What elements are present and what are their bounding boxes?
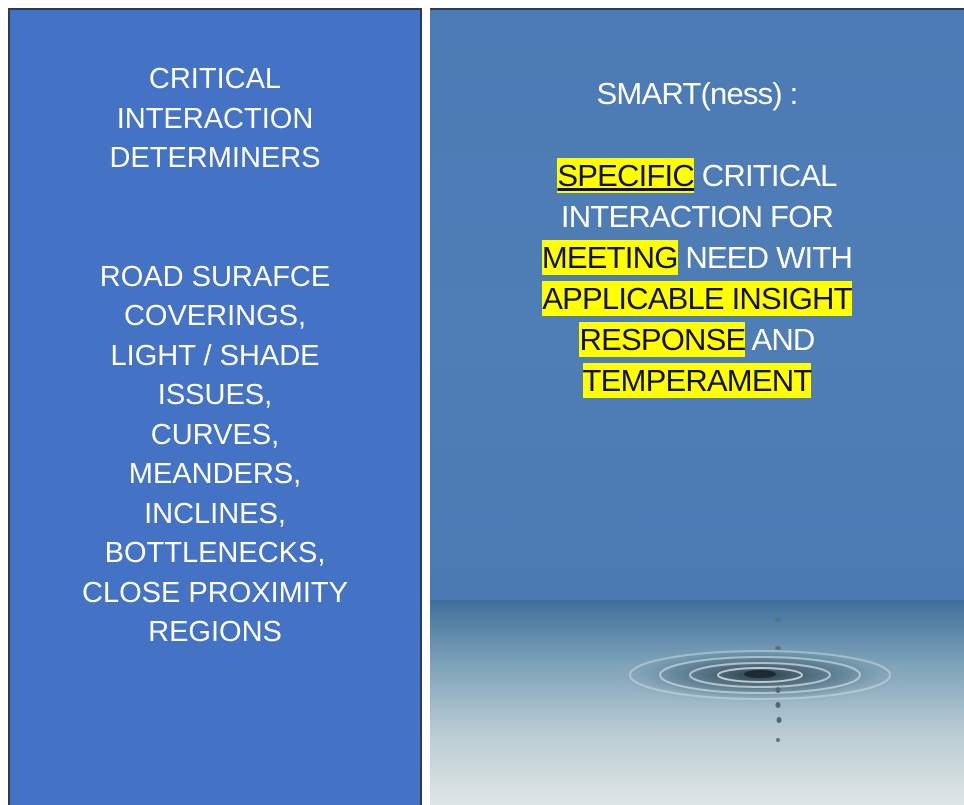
text-fragment: NEED WITH xyxy=(677,240,853,275)
body-line: MEANDERS, xyxy=(128,458,302,490)
body-line: INCLINES, xyxy=(144,497,286,530)
text-line: SPECIFIC CRITICAL xyxy=(430,155,964,196)
body-line: COVERINGS, xyxy=(123,300,307,332)
text-line: RESPONSE AND xyxy=(430,319,964,360)
body-line: CLOSE PROXIMITY xyxy=(82,576,348,609)
right-panel: SMART(ness) : SPECIFIC CRITICAL INTERACT… xyxy=(430,8,964,805)
text-fragment: CRITICAL xyxy=(693,158,838,193)
body-line: CURVES, xyxy=(150,418,280,451)
water-ripple-image xyxy=(430,600,964,805)
body-line: LIGHT / SHADE xyxy=(110,339,320,372)
highlight-specific: SPECIFIC xyxy=(557,158,695,193)
highlight-response: RESPONSE xyxy=(579,322,746,357)
right-text-block: SMART(ness) : SPECIFIC CRITICAL INTERACT… xyxy=(430,73,964,401)
water-ripple-icon xyxy=(610,618,910,742)
highlight-applicable-insight: APPLICABLE INSIGHT xyxy=(542,281,853,316)
body-line: ROAD SURAFCE xyxy=(99,260,331,293)
spacer xyxy=(10,179,420,258)
body-line: ISSUES, xyxy=(157,379,273,411)
body-line: BOTTLENECKS, xyxy=(104,537,326,569)
heading-line: DETERMINERS xyxy=(109,142,321,174)
text-line: INTERACTION FOR xyxy=(560,199,834,234)
left-text-block: CRITICAL INTERACTION DETERMINERS ROAD SU… xyxy=(10,60,420,653)
text-fragment: AND xyxy=(745,322,815,357)
text-line: TEMPERAMENT xyxy=(430,360,964,401)
spacer xyxy=(430,114,964,155)
body-line: REGIONS xyxy=(148,616,282,648)
smartness-title: SMART(ness) : xyxy=(596,76,799,111)
left-panel: CRITICAL INTERACTION DETERMINERS ROAD SU… xyxy=(8,8,422,805)
highlight-temperament: TEMPERAMENT xyxy=(582,363,812,398)
text-line: MEETING NEED WITH xyxy=(430,237,964,278)
heading-line: INTERACTION xyxy=(116,102,314,135)
heading-line: CRITICAL xyxy=(148,63,282,95)
highlight-meeting: MEETING xyxy=(541,240,678,275)
text-line: APPLICABLE INSIGHT xyxy=(430,278,964,319)
